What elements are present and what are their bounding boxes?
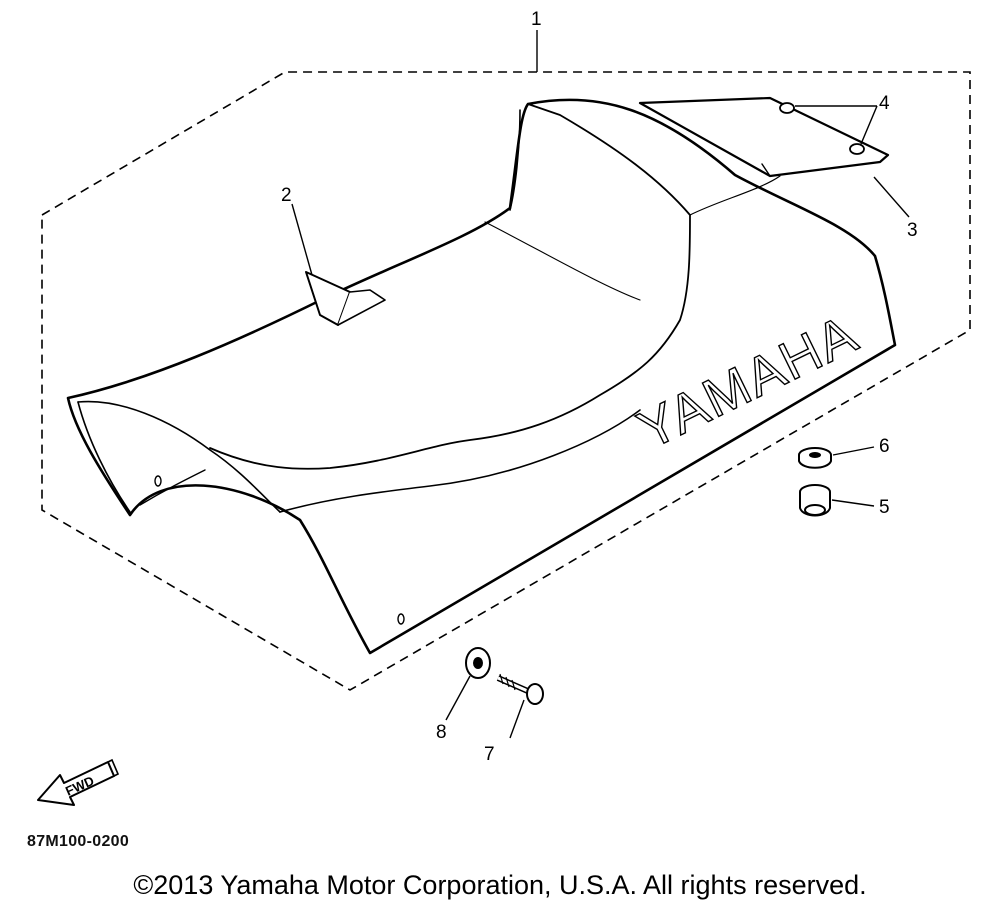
seat-tail-panel (638, 96, 890, 178)
callout-2: 2 (281, 185, 292, 206)
tail-panel-edge (761, 163, 771, 177)
seat-body (66, 98, 897, 655)
skirt-hole-side (397, 613, 405, 625)
front-bolster-edge (77, 400, 281, 513)
damper-ring (798, 447, 832, 469)
leader-lines (291, 30, 910, 739)
callout-5: 5 (879, 497, 890, 518)
front-inner-fold (139, 469, 206, 506)
copyright-notice: ©2013 Yamaha Motor Corporation, U.S.A. A… (133, 870, 867, 900)
seat-cushion-rear-rise (509, 109, 521, 211)
plug-cap (799, 484, 831, 517)
diagram-part-code: 87M100-0200 (27, 833, 130, 850)
callout-4: 4 (879, 93, 890, 114)
seat-strap-slot (337, 289, 386, 326)
assembly-boundary (41, 71, 971, 691)
callout-1: 1 (531, 9, 542, 30)
rivet-lower (849, 143, 865, 155)
forward-arrow-icon: FWD (37, 758, 120, 806)
rear-hump-ridge (689, 175, 781, 216)
front-bolster-underside (77, 401, 131, 513)
callout-6: 6 (879, 436, 890, 457)
seat-crease (484, 221, 641, 301)
callout-3: 3 (907, 220, 918, 241)
callout-7: 7 (484, 744, 495, 765)
bolt (496, 673, 544, 705)
skirt-hole-front (154, 475, 162, 487)
rivet-upper (779, 102, 795, 114)
seat-front-rim (279, 409, 641, 513)
fwd-label: FWD (63, 773, 96, 799)
washer (465, 647, 491, 679)
seat-assembly (66, 96, 897, 655)
seat-cushion-top (209, 103, 691, 470)
loose-hardware (465, 447, 832, 705)
callout-8: 8 (436, 722, 447, 743)
